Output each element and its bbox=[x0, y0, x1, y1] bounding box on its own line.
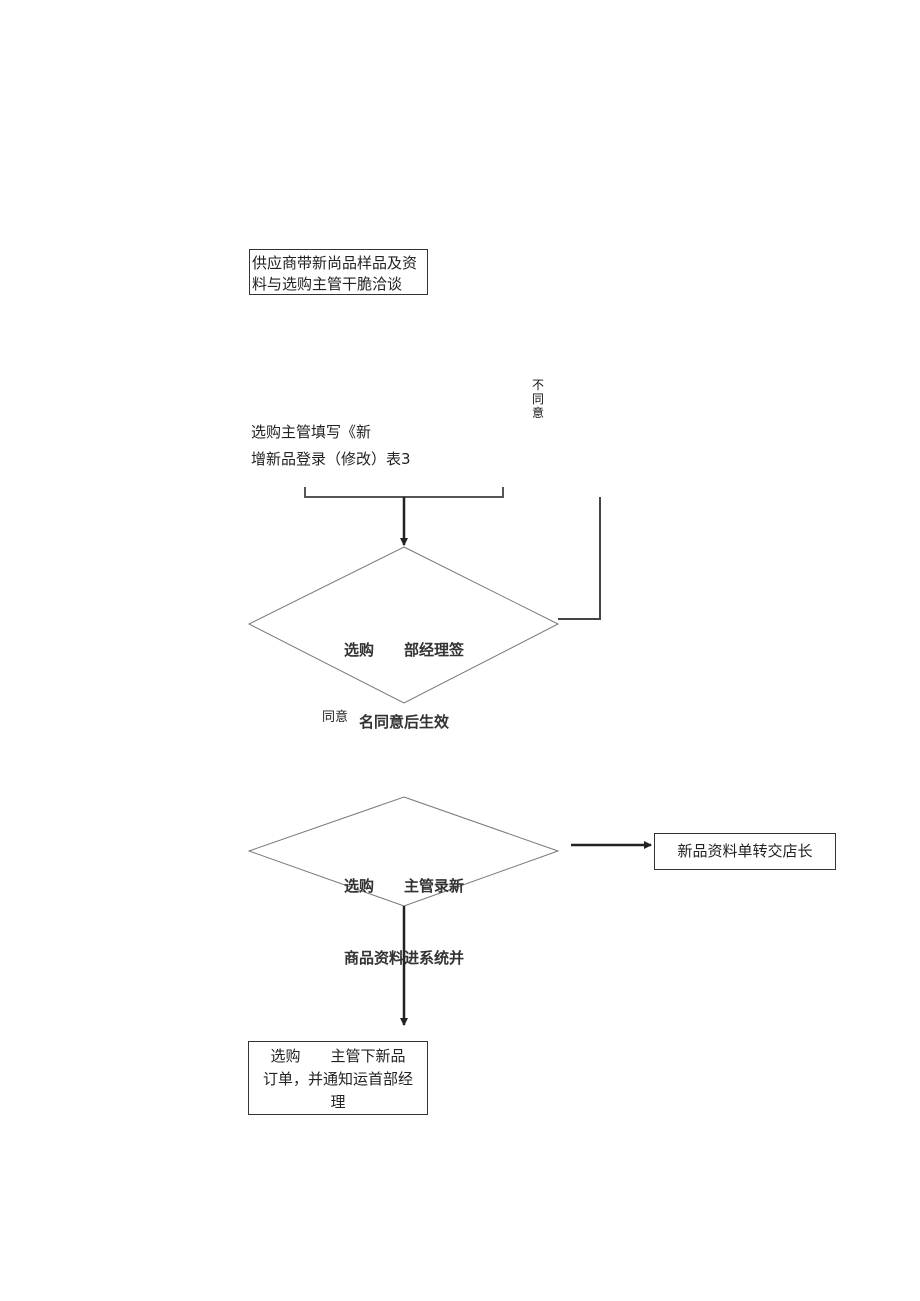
enter-system-line1: 选购 主管录新 bbox=[343, 877, 464, 895]
new-product-order-line2: 订单，并通知运首部经 bbox=[262, 1070, 413, 1088]
form-box-bottom-edge bbox=[304, 487, 504, 498]
manager-approval-line1: 选购 部经理签 bbox=[343, 641, 464, 659]
enter-system-label: 选购 主管录新 商品资料进系统并 bbox=[304, 826, 504, 1018]
transfer-to-store-manager-text: 新品资料单转交店长 bbox=[677, 842, 813, 860]
new-product-order-line3: 理 bbox=[330, 1093, 346, 1111]
transfer-to-store-manager-box: 新品资料单转交店长 bbox=[654, 833, 836, 870]
fill-form-node: 选购主管填写《新 增新品登录（修改）表3 bbox=[251, 419, 471, 473]
fill-form-line2: 增新品登录（修改）表3 bbox=[251, 450, 411, 468]
supplier-negotiation-text: 供应商带新尚品样品及资料与选购主管干脆洽谈 bbox=[252, 254, 418, 293]
supplier-negotiation-box: 供应商带新尚品样品及资料与选购主管干脆洽谈 bbox=[249, 249, 428, 295]
new-product-order-box: 选购 主管下新品 订单，并通知运首部经 理 bbox=[248, 1041, 428, 1115]
manager-approval-diamond bbox=[247, 546, 560, 704]
disagree-char-3: 意 bbox=[531, 406, 544, 420]
manager-approval-line2: 名同意后生效 bbox=[358, 713, 449, 731]
manager-approval-label: 选购 部经理签 名同意后生效 bbox=[304, 590, 504, 782]
disagree-char-2: 同 bbox=[531, 392, 544, 406]
disagree-return-line bbox=[558, 497, 601, 620]
agree-label: 同意 bbox=[322, 710, 349, 725]
enter-system-line2: 商品资料进系统并 bbox=[343, 949, 464, 967]
disagree-char-1: 不 bbox=[531, 378, 544, 392]
new-product-order-line1: 选购 主管下新品 bbox=[270, 1047, 406, 1065]
fill-form-line1: 选购主管填写《新 bbox=[251, 423, 372, 441]
disagree-label: 不 同 意 bbox=[531, 378, 545, 420]
